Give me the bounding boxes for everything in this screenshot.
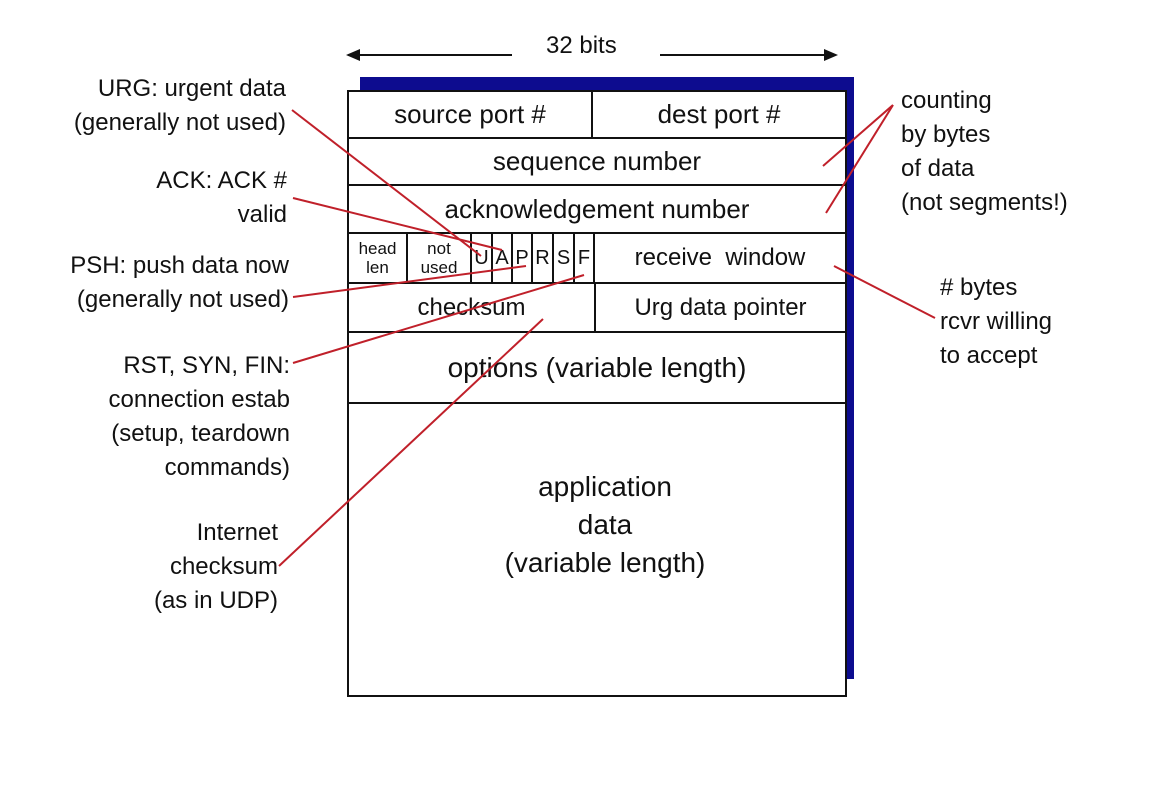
counting-pointer-line-1 bbox=[822, 104, 894, 167]
urg-pointer-field: Urg data pointer bbox=[634, 293, 807, 321]
ack-annotation: ACK: ACK # valid bbox=[156, 167, 287, 228]
application-data-area: application data (variable length) bbox=[349, 404, 845, 695]
bytes-rcvr-annotation: # bytes rcvr willing to accept bbox=[940, 274, 1053, 369]
urg-pointer-line bbox=[291, 109, 482, 257]
urg-annotation: URG: urgent data (generally not used) bbox=[73, 75, 286, 136]
rcvr-pointer-line bbox=[833, 265, 936, 319]
checksum-pointer-line bbox=[278, 318, 544, 567]
counting-bytes-annotation: counting by bytes of data (not segments!… bbox=[901, 87, 1068, 216]
application-data-line-3: (variable length) bbox=[504, 547, 706, 578]
not-used-field: not used bbox=[408, 234, 472, 282]
sequence-number-field: sequence number bbox=[492, 146, 702, 176]
flags-row: head len not used U A P R S F receive wi… bbox=[349, 234, 845, 284]
rst-syn-fin-pointer-line bbox=[292, 274, 585, 364]
tcp-segment-structure: source port # dest port # sequence numbe… bbox=[347, 90, 847, 697]
head-len-field: head len bbox=[349, 234, 408, 282]
ports-row: source port # dest port # bbox=[349, 92, 845, 139]
flag-urg: U bbox=[472, 234, 493, 282]
options-field: options (variable length) bbox=[447, 351, 747, 383]
internet-checksum-annotation: Internet checksum (as in UDP) bbox=[153, 519, 278, 614]
source-port-field: source port # bbox=[349, 92, 593, 137]
flag-ack: A bbox=[493, 234, 513, 282]
application-data-line-1: application bbox=[538, 471, 672, 502]
rst-syn-fin-annotation: RST, SYN, FIN: connection estab (setup, … bbox=[108, 352, 290, 481]
application-data-line-2: data bbox=[577, 509, 633, 540]
flag-rst: R bbox=[533, 234, 554, 282]
acknowledgement-number-field: acknowledgement number bbox=[444, 193, 750, 224]
flag-fin: F bbox=[575, 234, 595, 282]
psh-annotation: PSH: push data now (generally not used) bbox=[70, 252, 289, 313]
flag-psh: P bbox=[513, 234, 533, 282]
options-row: options (variable length) bbox=[349, 333, 845, 404]
sequence-row: sequence number bbox=[349, 139, 845, 186]
psh-pointer-line bbox=[292, 265, 527, 298]
ack-row: acknowledgement number bbox=[349, 186, 845, 234]
counting-pointer-line-2 bbox=[825, 104, 894, 214]
receive-window-field: receive window bbox=[634, 244, 806, 271]
dest-port-field: dest port # bbox=[657, 99, 781, 129]
ack-pointer-line bbox=[292, 197, 503, 251]
bit-width-label: 32 bits bbox=[546, 32, 617, 59]
flag-syn: S bbox=[554, 234, 575, 282]
